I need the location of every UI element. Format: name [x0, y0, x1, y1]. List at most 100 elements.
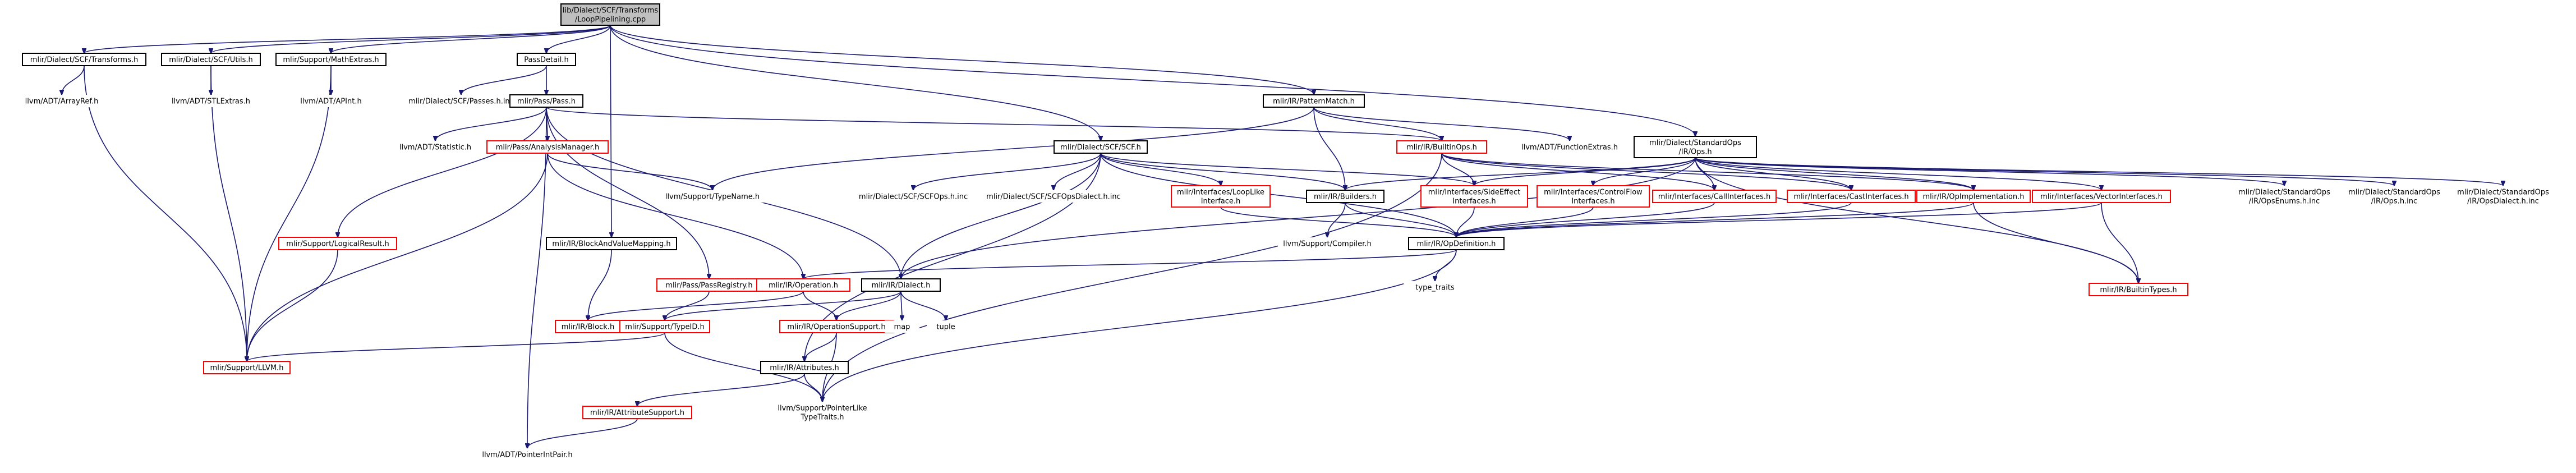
node-label: Interfaces.h	[1452, 198, 1496, 206]
edge-typeid-to-pointerlike	[664, 332, 822, 402]
node-box	[854, 190, 973, 203]
node-ops_inc: mlir/Dialect/StandardOps/IR/Ops.h.inc	[2341, 186, 2448, 207]
node-scf[interactable]: mlir/Dialect/SCF/SCF.h	[1054, 140, 1148, 154]
node-operation[interactable]: mlir/IR/Operation.h	[756, 278, 850, 292]
edge-scf-to-scfops_inc	[913, 153, 1101, 190]
node-label: llvm/ADT/PointerIntPair.h	[482, 451, 572, 460]
edge-root-to-standardops	[610, 25, 1695, 136]
node-callinterfaces[interactable]: mlir/Interfaces/CallInterfaces.h	[1652, 190, 1777, 203]
node-root[interactable]: lib/Dialect/SCF/Transforms/LoopPipelinin…	[560, 3, 660, 26]
node-label: mlir/IR/BuiltinTypes.h	[2100, 286, 2177, 295]
node-box	[203, 361, 291, 374]
node-builtintypes[interactable]: mlir/IR/BuiltinTypes.h	[2089, 283, 2188, 296]
node-label: mlir/Interfaces/SideEffect	[1428, 189, 1521, 197]
node-box	[22, 53, 146, 66]
node-attributes[interactable]: mlir/IR/Attributes.h	[760, 361, 849, 374]
edge-standardops-to-opsenums_inc	[1695, 157, 2284, 186]
node-opimplementation[interactable]: mlir/IR/OpImplementation.h	[1916, 190, 2031, 203]
edge-scf_transforms-to-llvm_h	[84, 65, 247, 361]
node-passregistry[interactable]: mlir/Pass/PassRegistry.h	[656, 278, 762, 292]
node-label: mlir/Dialect/SCF/SCF.h	[1060, 144, 1141, 152]
node-pass[interactable]: mlir/Pass/Pass.h	[509, 94, 583, 108]
node-box	[2089, 283, 2188, 296]
edge-operation-to-block	[588, 291, 804, 320]
node-analysismanager[interactable]: mlir/Pass/AnalysisManager.h	[486, 140, 609, 154]
node-passdetail[interactable]: PassDetail.h	[517, 53, 576, 66]
node-box	[1652, 190, 1777, 203]
node-label: /IR/OpsDialect.h.inc	[2467, 198, 2539, 206]
node-box	[1278, 237, 1377, 250]
node-map: map	[885, 320, 919, 333]
node-scf_utils[interactable]: mlir/Dialect/SCF/Utils.h	[161, 53, 261, 66]
node-box	[546, 237, 677, 250]
node-label: /LoopPipelining.cpp	[575, 16, 646, 24]
node-box	[2450, 186, 2556, 207]
node-attrsupport[interactable]: mlir/IR/AttributeSupport.h	[582, 406, 692, 419]
node-label: map	[894, 323, 910, 332]
node-box	[582, 406, 692, 419]
edge-root-to-scf_utils	[211, 25, 611, 53]
node-box	[1263, 94, 1365, 108]
edge-opdefinition-to-pointerlike	[822, 249, 1457, 402]
node-label: mlir/Dialect/SCF/Transforms.h	[30, 56, 138, 65]
node-mathextras[interactable]: mlir/Support/MathExtras.h	[275, 53, 387, 66]
edge-root-to-blockandvalue	[610, 25, 611, 237]
edge-builtinops-to-pointerlike	[822, 153, 1442, 402]
edge-attributes-to-pointerlike	[804, 373, 822, 402]
edge-analysismanager-to-llvm_h	[247, 153, 548, 361]
edge-vectorinterfaces-to-builtintypes	[2101, 202, 2138, 283]
node-label: mlir/Support/LogicalResult.h	[286, 240, 389, 249]
node-builtinops[interactable]: mlir/IR/BuiltinOps.h	[1396, 140, 1487, 154]
node-box	[1537, 185, 1650, 208]
edge-typeid-to-llvm_h	[247, 332, 665, 361]
node-llvm_h[interactable]: mlir/Support/LLVM.h	[203, 361, 291, 374]
node-label: mlir/IR/Builders.h	[1314, 193, 1377, 201]
node-vectorinterfaces[interactable]: mlir/Interfaces/VectorInterfaces.h	[2032, 190, 2171, 203]
node-opdefinition[interactable]: mlir/IR/OpDefinition.h	[1408, 237, 1505, 250]
node-label: TypeTraits.h	[800, 414, 844, 422]
node-stlextras: llvm/ADT/STLExtras.h	[167, 95, 255, 107]
node-blockandvalue[interactable]: mlir/IR/BlockAndValueMapping.h	[546, 237, 677, 250]
node-box	[885, 320, 919, 333]
node-label: mlir/Dialect/StandardOps	[1649, 139, 1741, 148]
edge-opsupport-to-attributes	[804, 332, 837, 361]
edge-standardops-to-opimplementation	[1695, 157, 1974, 190]
node-box	[1306, 190, 1384, 203]
node-box	[486, 140, 609, 154]
edge-builtinops-to-opimplementation	[1441, 153, 1974, 190]
node-logicalresult[interactable]: mlir/Support/LogicalResult.h	[278, 237, 397, 250]
node-box	[983, 190, 1124, 203]
edge-opdefinition-to-operation	[803, 249, 1457, 279]
node-opsenums_inc: mlir/Dialect/StandardOps/IR/OpsEnums.h.i…	[2231, 186, 2338, 207]
node-label: mlir/Dialect/SCF/Utils.h	[169, 56, 253, 65]
node-box	[20, 95, 104, 107]
node-label: mlir/Interfaces/ControlFlow	[1544, 189, 1643, 197]
node-label: llvm/Support/Compiler.h	[1283, 240, 1371, 249]
node-box	[756, 278, 850, 292]
node-patternmatch[interactable]: mlir/IR/PatternMatch.h	[1263, 94, 1365, 108]
node-functionextras: llvm/ADT/FunctionExtras.h	[1517, 141, 1622, 153]
node-label: mlir/IR/BuiltinOps.h	[1406, 144, 1477, 152]
node-box	[472, 448, 582, 461]
node-typeid[interactable]: mlir/Support/TypeID.h	[619, 320, 710, 333]
node-box	[1916, 190, 2031, 203]
node-builders[interactable]: mlir/IR/Builders.h	[1306, 190, 1384, 203]
node-dialect[interactable]: mlir/IR/Dialect.h	[861, 278, 941, 292]
node-box	[1054, 140, 1148, 154]
node-opsupport[interactable]: mlir/IR/OperationSupport.h	[779, 320, 894, 333]
node-label: mlir/Pass/PassRegistry.h	[665, 282, 752, 290]
node-label: mlir/Support/TypeID.h	[625, 323, 704, 332]
node-castinterfaces[interactable]: mlir/Interfaces/CastInterfaces.h	[1787, 190, 1916, 203]
node-label: mlir/Interfaces/LoopLike	[1177, 189, 1264, 197]
node-label: mlir/Interfaces/CallInterfaces.h	[1658, 193, 1771, 201]
node-scf_transforms[interactable]: mlir/Dialect/SCF/Transforms.h	[22, 53, 146, 66]
node-label: mlir/IR/PatternMatch.h	[1273, 98, 1355, 106]
node-scfops_inc: mlir/Dialect/SCF/SCFOps.h.inc	[854, 190, 973, 203]
node-standardops[interactable]: mlir/Dialect/StandardOps/IR/Ops.h	[1634, 136, 1757, 158]
node-block[interactable]: mlir/IR/Block.h	[555, 320, 621, 333]
node-statistic: llvm/ADT/Statistic.h	[394, 141, 476, 153]
edge-builtinops-to-castinterfaces	[1441, 153, 1851, 190]
